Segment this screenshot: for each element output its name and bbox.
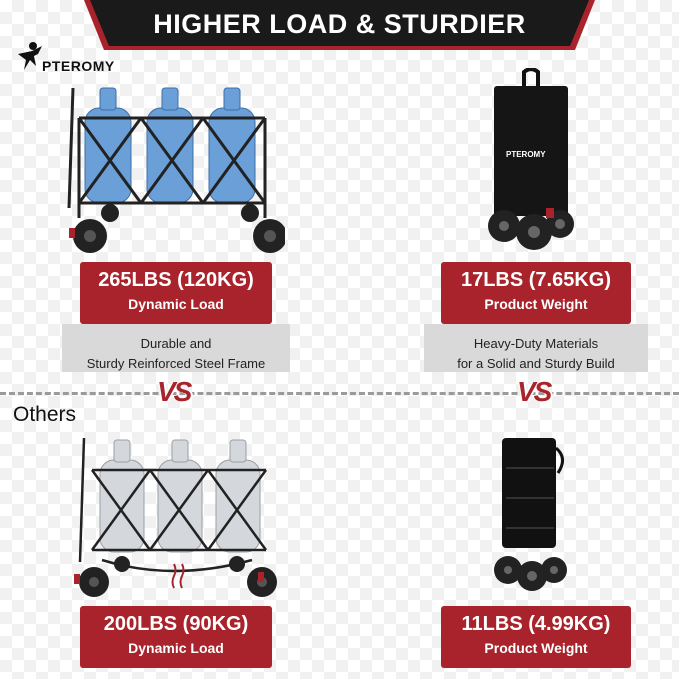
pteromy-load-desc-line-2: Sturdy Reinforced Steel Frame <box>86 356 266 371</box>
bag-logo-text: PTEROMY <box>506 150 546 159</box>
others-weight-label: Product Weight <box>484 640 588 656</box>
pteromy-weight-badge: 17LBS (7.65KG) Product Weight <box>441 262 631 324</box>
pteromy-weight-value: 17LBS (7.65KG) <box>460 269 612 291</box>
pteromy-folded-cart-image: PTEROMY <box>476 68 586 258</box>
brand-name: PTEROMY <box>42 58 115 74</box>
others-folded-cart-image <box>488 428 574 600</box>
pteromy-cart-image <box>55 78 285 258</box>
flying-squirrel-icon <box>18 42 42 70</box>
pteromy-weight-description: Heavy-Duty Materials for a Solid and Stu… <box>424 324 648 372</box>
pteromy-load-label: Dynamic Load <box>128 296 224 312</box>
pteromy-load-value: 265LBS (120KG) <box>98 269 254 291</box>
pteromy-weight-desc-line-1: Heavy-Duty Materials <box>473 336 599 351</box>
header-banner: HIGHER LOAD & STURDIER <box>84 0 595 50</box>
others-weight-badge: 11LBS (4.99KG) Product Weight <box>441 606 631 668</box>
pteromy-weight-label: Product Weight <box>484 296 588 312</box>
vs-badge-right: VS <box>517 376 552 407</box>
others-load-value: 200LBS (90KG) <box>103 613 249 635</box>
vs-badge-left: VS <box>157 376 192 407</box>
pteromy-load-desc-line-1: Durable and <box>140 336 212 351</box>
pteromy-load-description: Durable and Sturdy Reinforced Steel Fram… <box>62 324 290 372</box>
others-weight-value: 11LBS (4.99KG) <box>461 613 611 635</box>
pteromy-weight-desc-line-2: for a Solid and Sturdy Build <box>457 356 615 371</box>
comparison-divider <box>0 392 679 395</box>
page-title: HIGHER LOAD & STURDIER <box>153 9 526 39</box>
pteromy-load-badge: 265LBS (120KG) Dynamic Load <box>80 262 272 324</box>
others-label: Others <box>13 403 77 426</box>
others-load-badge: 200LBS (90KG) Dynamic Load <box>80 606 272 668</box>
others-load-label: Dynamic Load <box>128 640 224 656</box>
others-cart-image <box>62 432 282 604</box>
